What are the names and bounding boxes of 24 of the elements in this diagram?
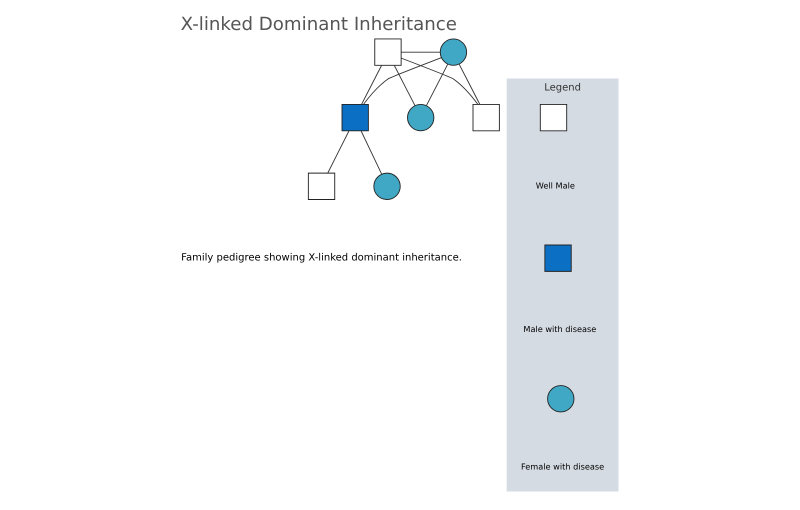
legend-label: Well Male — [536, 180, 575, 190]
connector — [363, 57, 442, 105]
connector — [360, 130, 382, 175]
connector — [327, 130, 350, 174]
legend-label: Male with disease — [523, 324, 596, 334]
node-box — [308, 172, 336, 200]
caption: Family pedigree showing X-linked dominant inheritance. — [181, 252, 462, 264]
connector — [400, 58, 478, 105]
diagram-title: X-linked Dominant Inheritance — [180, 14, 457, 35]
node-box — [342, 104, 369, 132]
connector — [458, 64, 480, 104]
node-box — [544, 244, 572, 272]
connector — [426, 64, 448, 106]
node-circle — [547, 385, 574, 412]
node-box — [374, 38, 402, 66]
legend-label: Female with disease — [521, 461, 604, 472]
node-circle — [407, 104, 434, 132]
connector — [361, 65, 382, 105]
node-box — [540, 104, 568, 132]
connector — [400, 52, 440, 53]
node-circle — [440, 38, 468, 66]
node-box — [472, 104, 500, 132]
node-circle — [373, 172, 401, 200]
connector — [394, 65, 416, 106]
